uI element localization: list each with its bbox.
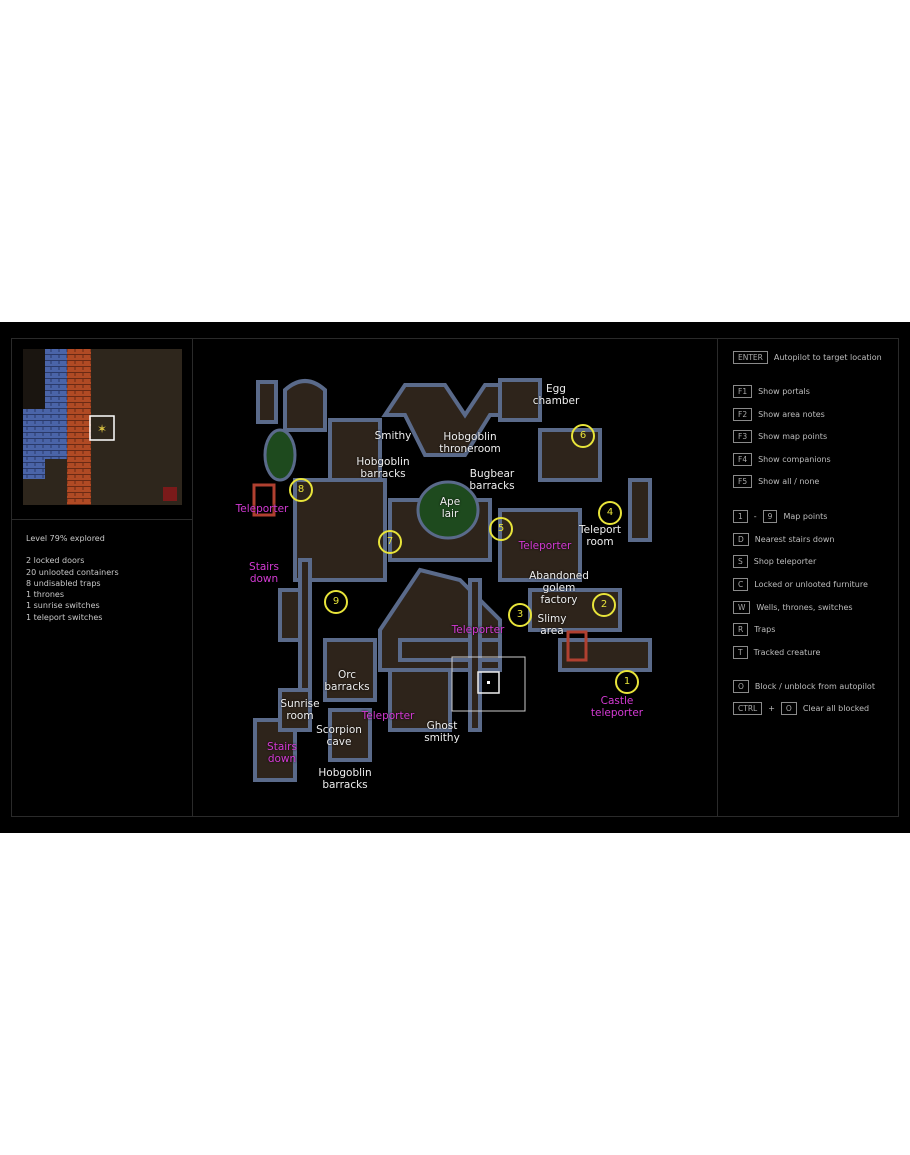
key-row-t[interactable]: T Tracked creature [733,646,820,659]
area-label-hobgoblin-barracks-south: Hobgoblin barracks [318,767,372,791]
area-label-smithy: Smithy [374,430,412,442]
key-separator: - [753,512,757,521]
key-label: Wells, thrones, switches [756,603,853,612]
key-label: Traps [754,625,776,634]
area-label-ghost-smithy: Ghost smithy [424,720,460,744]
map-point-7[interactable]: 7 [378,530,402,554]
key-row-o[interactable]: O Block / unblock from autopilot [733,680,875,693]
key-row-s[interactable]: S Shop teleporter [733,555,816,568]
key-c[interactable]: C [733,578,749,591]
key-9[interactable]: 9 [762,510,778,523]
level-stats: Level 79% explored 2 locked doors 20 unl… [26,533,119,623]
key-1[interactable]: 1 [733,510,748,523]
key-f1[interactable]: F1 [733,385,753,398]
area-label-scorpion-cave: Scorpion cave [316,724,362,748]
area-label-bugbear-barracks: Bugbear barracks [469,468,515,492]
area-label-sunrise-room: Sunrise room [280,698,320,722]
key-row-ctrl-o[interactable]: CTRL + O Clear all blocked [733,702,869,715]
key-label: Autopilot to target location [773,353,882,362]
stat-sunrise-switches: 1 sunrise switches [26,601,100,611]
key-label: Map points [783,512,828,521]
portal-label-teleporter[interactable]: Teleporter [451,624,505,636]
key-row-f5[interactable]: F5 Show all / none [733,475,819,488]
stat-teleport-switches: 1 teleport switches [26,612,103,622]
portal-label-teleporter[interactable]: Teleporter [235,503,289,515]
key-row-map-points[interactable]: 1-9 Map points [733,510,827,523]
area-label-orc-barracks: Orc barracks [324,669,370,693]
key-row-r[interactable]: R Traps [733,623,775,636]
key-row-c[interactable]: C Locked or unlooted furniture [733,578,868,591]
svg-text:✶: ✶ [97,422,107,436]
key-r[interactable]: R [733,623,749,636]
key-separator: + [768,704,775,713]
key-label: Show portals [758,387,810,396]
key-row-f3[interactable]: F3 Show map points [733,430,827,443]
portal-label-stairs-down[interactable]: Stairs down [249,561,279,585]
map-point-5[interactable]: 5 [489,517,513,541]
map-point-3[interactable]: 3 [508,603,532,627]
map-point-6[interactable]: 6 [571,424,595,448]
area-label-hobgoblin-throneroom: Hobgoblin throneroom [439,431,501,455]
key-label: Locked or unlooted furniture [754,580,868,589]
dungeon-map[interactable] [240,370,660,790]
keys-panel [717,338,899,817]
key-label: Nearest stairs down [754,535,835,544]
key-label: Tracked creature [753,648,821,657]
key-label: Clear all blocked [802,704,870,713]
map-point-1[interactable]: 1 [615,670,639,694]
key-t[interactable]: T [733,646,748,659]
key-w[interactable]: W [733,601,751,614]
stat-unlooted-containers: 20 unlooted containers [26,567,119,577]
key-d[interactable]: D [733,533,749,546]
key-row-f2[interactable]: F2 Show area notes [733,408,825,421]
key-label: Show map points [758,432,828,441]
key-row-w[interactable]: W Wells, thrones, switches [733,601,853,614]
portal-label-castle-teleporter[interactable]: Castle teleporter [590,695,644,719]
key-label: Show companions [758,455,831,464]
key-f3[interactable]: F3 [733,430,753,443]
area-label-egg-chamber: Egg chamber [532,383,580,407]
key-s[interactable]: S [733,555,748,568]
portal-label-teleporter[interactable]: Teleporter [361,710,415,722]
stat-thrones: 1 thrones [26,590,65,600]
key-o[interactable]: O [733,680,749,693]
map-point-2[interactable]: 2 [592,593,616,617]
stat-undisabled-traps: 8 undisabled traps [26,578,101,588]
key-row-f4[interactable]: F4 Show companions [733,453,831,466]
area-label-ape-lair: Ape lair [439,496,461,520]
area-label-teleport-room: Teleport room [579,524,621,548]
explored-text: Level 79% explored [26,534,105,543]
area-label-slimy-area: Slimy area [537,613,567,637]
area-label-hobgoblin-barracks: Hobgoblin barracks [356,456,410,480]
key-f5[interactable]: F5 [733,475,753,488]
key-row-f1[interactable]: F1 Show portals [733,385,810,398]
key-row-d[interactable]: D Nearest stairs down [733,533,835,546]
key-o[interactable]: O [780,702,797,715]
portal-label-stairs-down[interactable]: Stairs down [267,741,297,765]
portal-label-teleporter[interactable]: Teleporter [518,540,572,552]
key-enter[interactable]: ENTER [733,351,768,364]
key-row-enter[interactable]: ENTER Autopilot to target location [733,351,882,364]
key-f2[interactable]: F2 [733,408,753,421]
map-point-8[interactable]: 8 [289,478,313,502]
map-point-9[interactable]: 9 [324,590,348,614]
key-f4[interactable]: F4 [733,453,753,466]
stat-locked-doors: 2 locked doors [26,556,85,566]
key-label: Block / unblock from autopilot [754,682,875,691]
key-ctrl[interactable]: CTRL [733,702,763,715]
key-label: Show area notes [758,410,825,419]
key-label: Show all / none [758,477,820,486]
minimap: ✶ [23,349,182,505]
area-label-golem-factory: Abandoned golem factory [529,570,589,606]
key-label: Shop teleporter [753,557,817,566]
map-point-4[interactable]: 4 [598,501,622,525]
